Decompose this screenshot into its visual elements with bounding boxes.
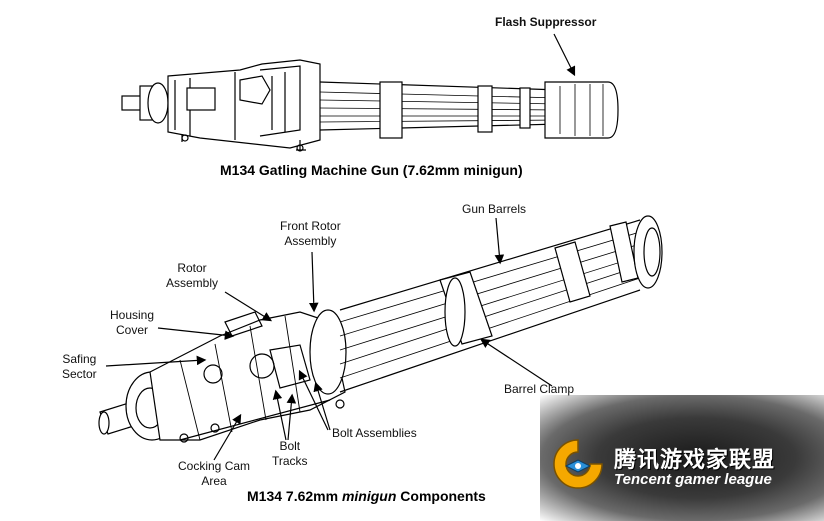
label-barrel-clamp: Barrel Clamp [504,382,575,396]
label-housing-line2: Cover [116,323,149,337]
safing-sector-leader [105,355,207,367]
watermark-chinese-text: 腾讯游戏家联盟 [614,448,776,473]
label-bolt-tracks-line1: Bolt [279,439,301,453]
label-rotor-line1: Rotor [177,261,207,275]
caption-bottom: M134 7.62mm minigun Components [247,488,486,504]
bottom-leader-lines [105,217,553,461]
label-rotor-line2: Assembly [166,276,219,290]
bolt-tracks-leader-2 [286,393,297,441]
label-safing-line1: Safing [62,352,97,366]
label-front-rotor-line1: Front Rotor [280,219,341,233]
label-front-rotor: Front Rotor Assembly [280,219,341,249]
watermark-backdrop [540,395,824,521]
front-rotor-leader [308,251,319,313]
label-rotor-assembly: Rotor Assembly [166,261,218,291]
bolt-assemblies-leader-1 [298,369,329,431]
label-front-rotor-line2: Assembly [284,234,337,248]
label-bolt-tracks-line2: Tracks [272,454,308,468]
rotor-assembly-leader [224,291,273,322]
barrel-clamp-leader [479,338,553,387]
label-bolt-tracks: Bolt Tracks [272,439,308,469]
housing-cover-leader [157,327,235,340]
caption-top: M134 Gatling Machine Gun (7.62mm minigun… [220,162,523,178]
caption-bottom-prefix: M134 7.62mm [247,488,339,504]
label-cocking-cam-line2: Area [201,474,227,488]
bolt-tracks-leader-1 [272,389,287,441]
label-housing-cover: Housing Cover [110,308,154,338]
caption-bottom-suffix: Components [400,488,486,504]
caption-bottom-italic: minigun [341,488,397,504]
label-bolt-assemblies: Bolt Assemblies [332,426,417,440]
cocking-cam-leader [213,413,242,461]
top-minigun-drawing [121,59,619,152]
label-cocking-cam-line1: Cocking Cam [178,459,251,473]
watermark-english-text: Tencent gamer league [614,471,772,488]
tencent-gamer-league-logo-icon [553,439,603,489]
gun-barrels-leader [494,217,505,265]
flash-suppressor-leader-line [553,33,576,77]
label-safing-sector: Safing Sector [62,352,97,382]
bottom-minigun-drawing [98,215,663,443]
label-gun-barrels: Gun Barrels [462,202,527,216]
label-housing-line1: Housing [110,308,155,322]
label-safing-line2: Sector [62,367,97,381]
label-flash-suppressor: Flash Suppressor [495,15,597,29]
bolt-assemblies-leader-2 [313,381,331,431]
label-cocking-cam: Cocking Cam Area [178,459,250,489]
